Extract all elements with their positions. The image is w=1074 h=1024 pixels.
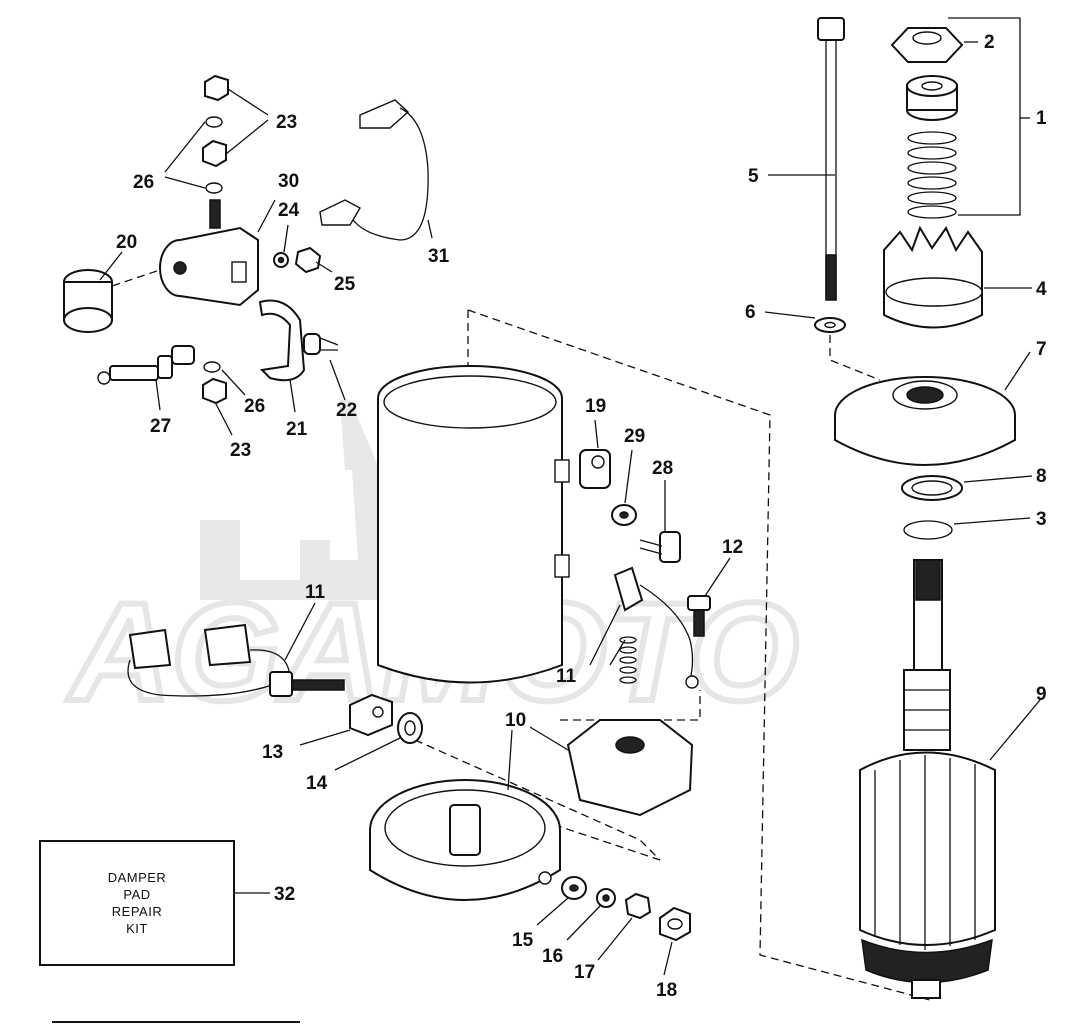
part-cable-31 xyxy=(319,99,429,241)
repair-kit-box: DAMPER PAD REPAIR KIT xyxy=(39,840,235,966)
callout-26-bottom: 26 xyxy=(244,396,265,417)
part-snap-ring-3 xyxy=(903,520,953,540)
part-nut-23-bottom xyxy=(202,377,227,405)
callout-11-right: 11 xyxy=(556,666,577,687)
callout-23-bottom: 23 xyxy=(230,440,251,461)
part-clip-26-top xyxy=(205,116,223,128)
part-block-13 xyxy=(349,693,393,737)
part-end-plate xyxy=(834,376,1016,466)
part-brush-set-left xyxy=(127,623,345,697)
callout-12: 12 xyxy=(722,537,743,558)
leader-lines xyxy=(99,17,1041,976)
callout-6: 6 xyxy=(745,302,756,323)
callout-11-left: 11 xyxy=(305,582,326,603)
part-nut-18 xyxy=(659,906,691,942)
callout-28: 28 xyxy=(652,458,673,479)
part-armature xyxy=(859,559,996,999)
callout-3: 3 xyxy=(1036,509,1047,530)
repair-kit-label: DAMPER PAD REPAIR KIT xyxy=(107,870,167,936)
part-nut-23-mid xyxy=(202,139,227,168)
callout-9: 9 xyxy=(1036,684,1047,705)
callout-10: 10 xyxy=(505,710,526,731)
callout-17: 17 xyxy=(574,962,595,983)
callout-23-top: 23 xyxy=(276,112,297,133)
part-clip-19 xyxy=(579,449,611,489)
callout-18: 18 xyxy=(656,980,677,1001)
part-nut-17 xyxy=(624,892,652,920)
part-bushing xyxy=(906,75,958,121)
part-brush-spring xyxy=(619,636,637,684)
callout-32: 32 xyxy=(274,884,295,905)
callout-8: 8 xyxy=(1036,466,1047,487)
callout-26-top: 26 xyxy=(133,172,154,193)
part-nut-2 xyxy=(890,27,964,63)
part-nut-25 xyxy=(294,246,322,274)
callout-2: 2 xyxy=(984,32,995,53)
part-nut-23-top xyxy=(204,74,229,102)
callout-7: 7 xyxy=(1036,339,1047,360)
part-lockwasher-16 xyxy=(596,888,616,908)
callout-16: 16 xyxy=(542,946,563,967)
callout-30: 30 xyxy=(278,171,299,192)
callout-1: 1 xyxy=(1036,108,1047,129)
callout-13: 13 xyxy=(262,742,283,763)
part-washer-29 xyxy=(611,504,637,526)
callout-29: 29 xyxy=(624,426,645,447)
part-through-bolt xyxy=(817,17,845,301)
part-solenoid xyxy=(159,199,259,307)
callout-15: 15 xyxy=(512,930,534,951)
part-drive-gear xyxy=(883,225,983,329)
part-clip-26-mid xyxy=(205,182,223,194)
part-end-cap xyxy=(369,779,561,901)
part-clip-26-bottom xyxy=(203,361,221,373)
callout-21: 21 xyxy=(286,419,308,440)
callout-5: 5 xyxy=(748,166,759,187)
callout-24: 24 xyxy=(278,200,300,221)
part-ring-8 xyxy=(901,475,963,501)
callout-25: 25 xyxy=(334,274,356,295)
part-screw-12 xyxy=(687,595,711,637)
part-washer-15 xyxy=(561,876,587,900)
part-washer-6 xyxy=(814,317,846,333)
callout-31: 31 xyxy=(428,246,450,267)
callout-20: 20 xyxy=(116,232,137,253)
callout-19: 19 xyxy=(585,396,606,417)
callout-4: 4 xyxy=(1036,279,1047,300)
part-screw-22 xyxy=(303,333,339,355)
part-spring xyxy=(907,131,957,219)
callout-14: 14 xyxy=(306,773,328,794)
part-bracket-21 xyxy=(258,299,306,382)
part-screw-28 xyxy=(639,531,681,563)
part-brush-holder xyxy=(566,719,694,817)
callout-27: 27 xyxy=(150,416,171,437)
part-washer-24 xyxy=(273,252,289,268)
part-washer-14 xyxy=(397,712,423,744)
part-cap-20 xyxy=(63,269,113,333)
part-stud-27 xyxy=(97,345,195,385)
callouts: 1 2 3 4 5 6 7 8 9 10 11 11 12 13 14 15 1… xyxy=(116,32,1047,1001)
part-brush-right xyxy=(613,566,699,689)
part-frame-housing xyxy=(377,365,570,684)
callout-22: 22 xyxy=(336,400,357,421)
